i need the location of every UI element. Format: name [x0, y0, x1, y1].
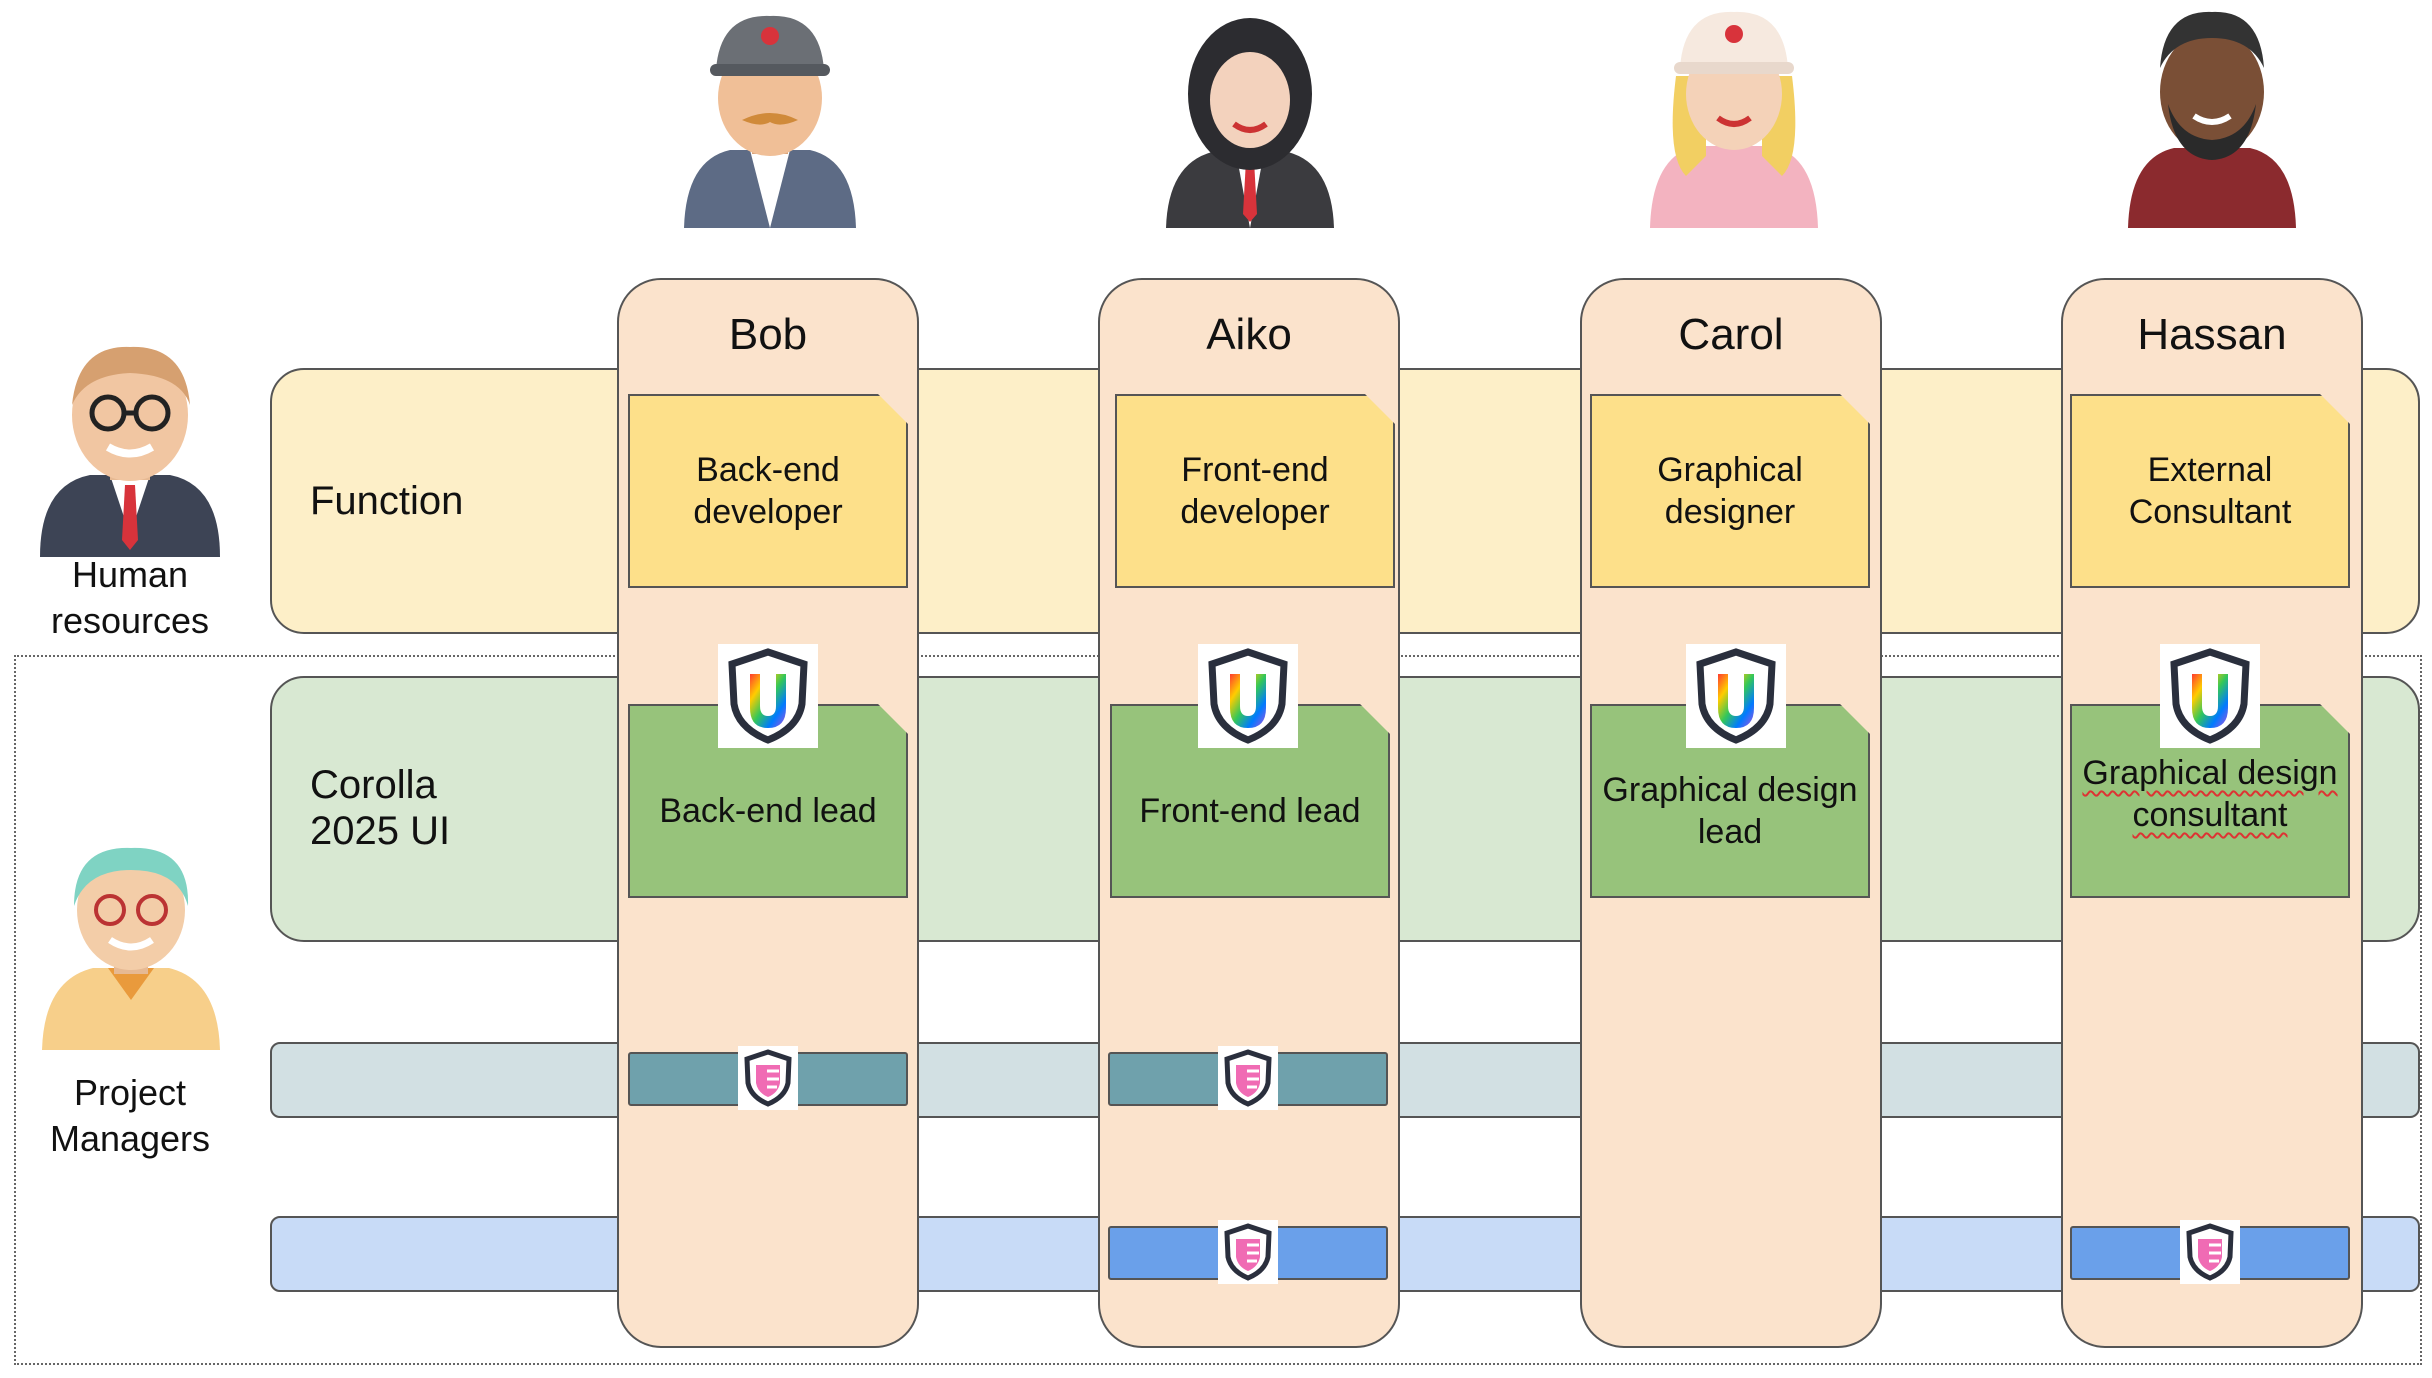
shield-pink-icon — [2180, 1220, 2240, 1284]
function-role-label: Back-end developer — [693, 451, 843, 531]
function-row-label: Function — [310, 479, 464, 523]
carol-avatar-icon — [1650, 11, 1818, 228]
project-role-label: Graphical design consultant — [2082, 754, 2338, 834]
person-name: Hassan — [2137, 310, 2287, 359]
project-role-note: Graphical design lead — [1590, 704, 1870, 898]
function-role-note: Graphical designer — [1590, 394, 1870, 588]
person-name: Bob — [728, 310, 808, 359]
function-role-note: Back-end developer — [628, 394, 908, 588]
person-name: Carol — [1678, 310, 1784, 359]
shield-pink-icon — [738, 1046, 798, 1110]
aiko-avatar-icon — [1166, 18, 1334, 228]
project-role-label: Front-end lead — [1139, 792, 1361, 830]
pm-avatar-icon — [42, 847, 220, 1050]
shield-u-icon — [2160, 644, 2260, 748]
function-role-label: Front-end developer — [1180, 451, 1330, 531]
bob-avatar-icon — [684, 15, 856, 228]
hr-avatar-icon — [40, 346, 220, 557]
project-role-label: Graphical design lead — [1602, 771, 1858, 851]
function-role-label: External Consultant — [2128, 451, 2292, 531]
pm-label: Project Managers — [49, 1072, 211, 1159]
function-role-note: Front-end developer — [1115, 394, 1395, 588]
shield-u-icon — [1198, 644, 1298, 748]
function-role-label: Graphical designer — [1657, 451, 1803, 531]
function-role-note: External Consultant — [2070, 394, 2350, 588]
shield-u-icon — [1686, 644, 1786, 748]
project-role-note: Graphical design consultant — [2070, 704, 2350, 898]
shield-u-icon — [718, 644, 818, 748]
project-row-label: Corolla 2025 UI — [310, 763, 451, 853]
hassan-avatar-icon — [2128, 11, 2296, 228]
hr-label: Human resources — [50, 554, 210, 641]
project-role-label: Back-end lead — [659, 792, 877, 830]
person-name: Aiko — [1206, 310, 1292, 359]
shield-pink-icon — [1218, 1046, 1278, 1110]
shield-pink-icon — [1218, 1220, 1278, 1284]
